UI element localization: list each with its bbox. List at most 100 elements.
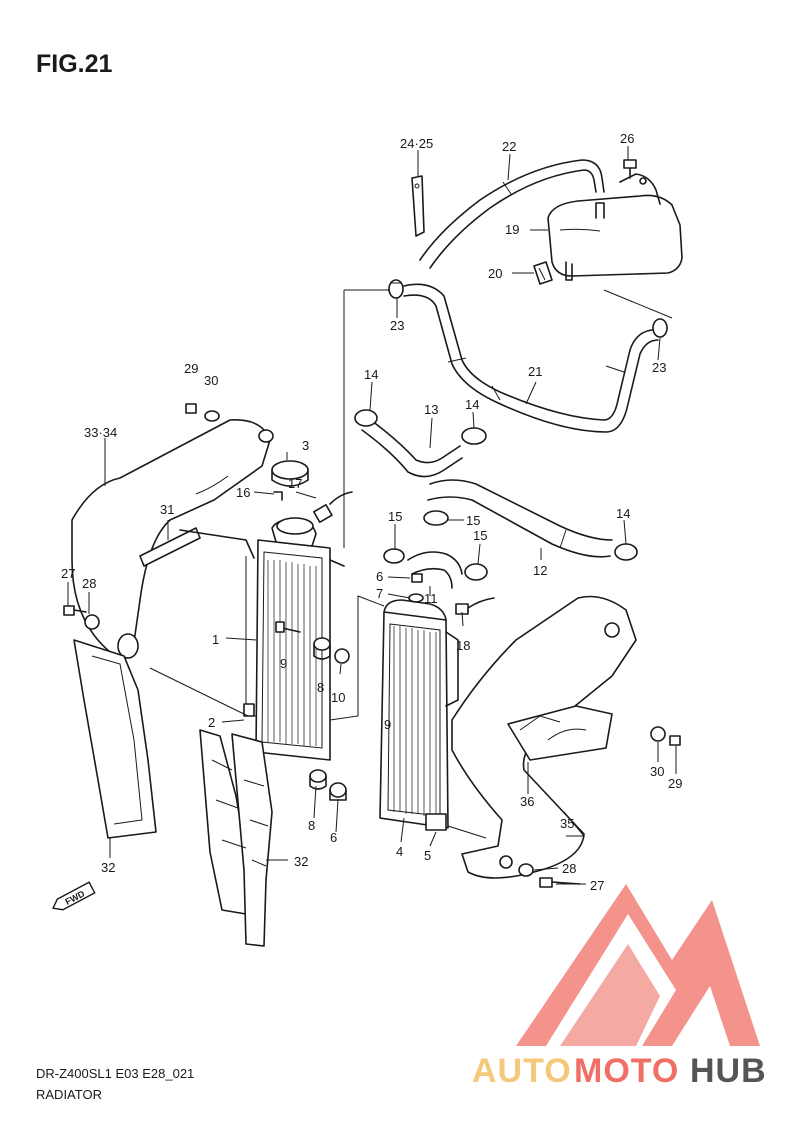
- right-radiator-4: [379, 599, 459, 831]
- section-name: RADIATOR: [36, 1087, 102, 1102]
- callout-6-lower: 6: [330, 830, 337, 845]
- collar-10: [334, 648, 350, 664]
- bolt-26: [623, 159, 637, 179]
- callout-9-right: 9: [384, 717, 391, 732]
- radiator-hose-12: [427, 479, 613, 558]
- callout-9-left: 9: [280, 656, 287, 671]
- callout-7: 7: [376, 586, 383, 601]
- overflow-hose-22: [419, 159, 605, 269]
- clamp-14-b: [461, 427, 487, 445]
- callout-1: 1: [212, 632, 219, 647]
- clamp-15-b: [383, 548, 405, 564]
- collar-6-lower: [329, 782, 347, 801]
- washer-30-left: [204, 410, 220, 422]
- clamp-14-a: [354, 409, 378, 427]
- bolt-27-right: [539, 877, 581, 888]
- hose-clamp-24-25: [411, 175, 425, 237]
- callout-numbers: 24·25 22 26 19 20 23 23 21 29 30 14 13 1…: [61, 131, 682, 893]
- callout-19: 19: [505, 222, 519, 237]
- callout-3: 3: [302, 438, 309, 453]
- watermark-text-a: AUTO: [472, 1052, 572, 1090]
- callout-28-right: 28: [562, 861, 576, 876]
- callout-29-left: 29: [184, 361, 198, 376]
- callout-30-right: 30: [650, 764, 664, 779]
- callout-20: 20: [488, 266, 502, 281]
- grommet-8-lower: [309, 769, 327, 790]
- callout-12: 12: [533, 563, 547, 578]
- clamp-23-upper: [388, 279, 404, 299]
- callout-23-upper: 23: [390, 318, 404, 333]
- collar-28-right: [518, 863, 534, 877]
- washer-30-right: [650, 726, 666, 742]
- radiator-hose-13: [361, 417, 463, 478]
- model-code: DR-Z400SL1 E03 E28_021: [36, 1066, 195, 1081]
- bracket-31: [139, 527, 255, 567]
- bolt-29-left: [185, 403, 197, 414]
- callout-23-right: 23: [652, 360, 666, 375]
- washer-7: [408, 593, 424, 603]
- watermark-logo: AUTO MOTO HUB: [472, 884, 767, 1090]
- callout-8-left: 8: [317, 680, 324, 695]
- callout-18: 18: [456, 638, 470, 653]
- reservoir-tank: [547, 173, 683, 281]
- clamp-14-c: [614, 543, 638, 561]
- callout-26: 26: [620, 131, 634, 146]
- callout-24-25: 24·25: [400, 136, 433, 151]
- callout-2: 2: [208, 715, 215, 730]
- grommet-8-left: [313, 637, 331, 660]
- callout-6-upper: 6: [376, 569, 383, 584]
- callout-16: 16: [236, 485, 250, 500]
- callout-5: 5: [424, 848, 431, 863]
- callout-14-b: 14: [465, 397, 479, 412]
- left-radiator-1: [243, 517, 345, 761]
- callout-15-a: 15: [388, 509, 402, 524]
- callout-30-left: 30: [204, 373, 218, 388]
- callout-27-left: 27: [61, 566, 75, 581]
- bolt-9-left: [275, 621, 301, 633]
- callout-15-c: 15: [473, 528, 487, 543]
- callout-21: 21: [528, 364, 542, 379]
- clip-20: [533, 261, 553, 285]
- callout-17: 17: [288, 476, 302, 491]
- radiator-guard-32-left: [73, 639, 157, 839]
- collar-28-left: [84, 614, 100, 630]
- callout-32-left: 32: [101, 860, 115, 875]
- radiator-shroud-right: [451, 595, 637, 879]
- sensor-18: [455, 597, 495, 615]
- bolt-6-upper: [411, 573, 423, 583]
- leader-lines: [67, 146, 677, 885]
- callout-36: 36: [520, 794, 534, 809]
- callout-14-a: 14: [364, 367, 378, 382]
- callout-4: 4: [396, 844, 403, 859]
- callout-22: 22: [502, 139, 516, 154]
- watermark-text-b: MOTO: [574, 1052, 679, 1090]
- callout-31: 31: [160, 502, 174, 517]
- callout-35: 35: [560, 816, 574, 831]
- callout-29-right: 29: [668, 776, 682, 791]
- radiator-guard-32-right: [199, 729, 273, 947]
- callout-8-lower: 8: [308, 818, 315, 833]
- callout-13: 13: [424, 402, 438, 417]
- watermark-text-c: HUB: [690, 1052, 767, 1090]
- figure-title: FIG.21: [36, 50, 113, 78]
- callout-28-left: 28: [82, 576, 96, 591]
- clip-16: [273, 491, 283, 501]
- radiator-hose-11: [407, 551, 463, 589]
- clamp-23-right: [652, 318, 668, 338]
- callout-27-right: 27: [590, 878, 604, 893]
- callout-33-34: 33·34: [84, 425, 117, 440]
- callout-10: 10: [331, 690, 345, 705]
- sensor-17: [313, 491, 353, 523]
- bolt-29-right: [669, 735, 681, 746]
- callout-11: 11: [424, 591, 438, 606]
- forward-arrow-icon: FWD: [52, 881, 96, 911]
- callout-15-b: 15: [466, 513, 480, 528]
- callout-32-right: 32: [294, 854, 308, 869]
- radiator-cap-3: [271, 460, 309, 487]
- overflow-hose-21: [403, 283, 659, 433]
- clamp-15-a: [423, 510, 449, 526]
- clamp-15-c: [464, 563, 488, 581]
- bolt-27-left: [63, 605, 87, 616]
- callout-14-c: 14: [616, 506, 630, 521]
